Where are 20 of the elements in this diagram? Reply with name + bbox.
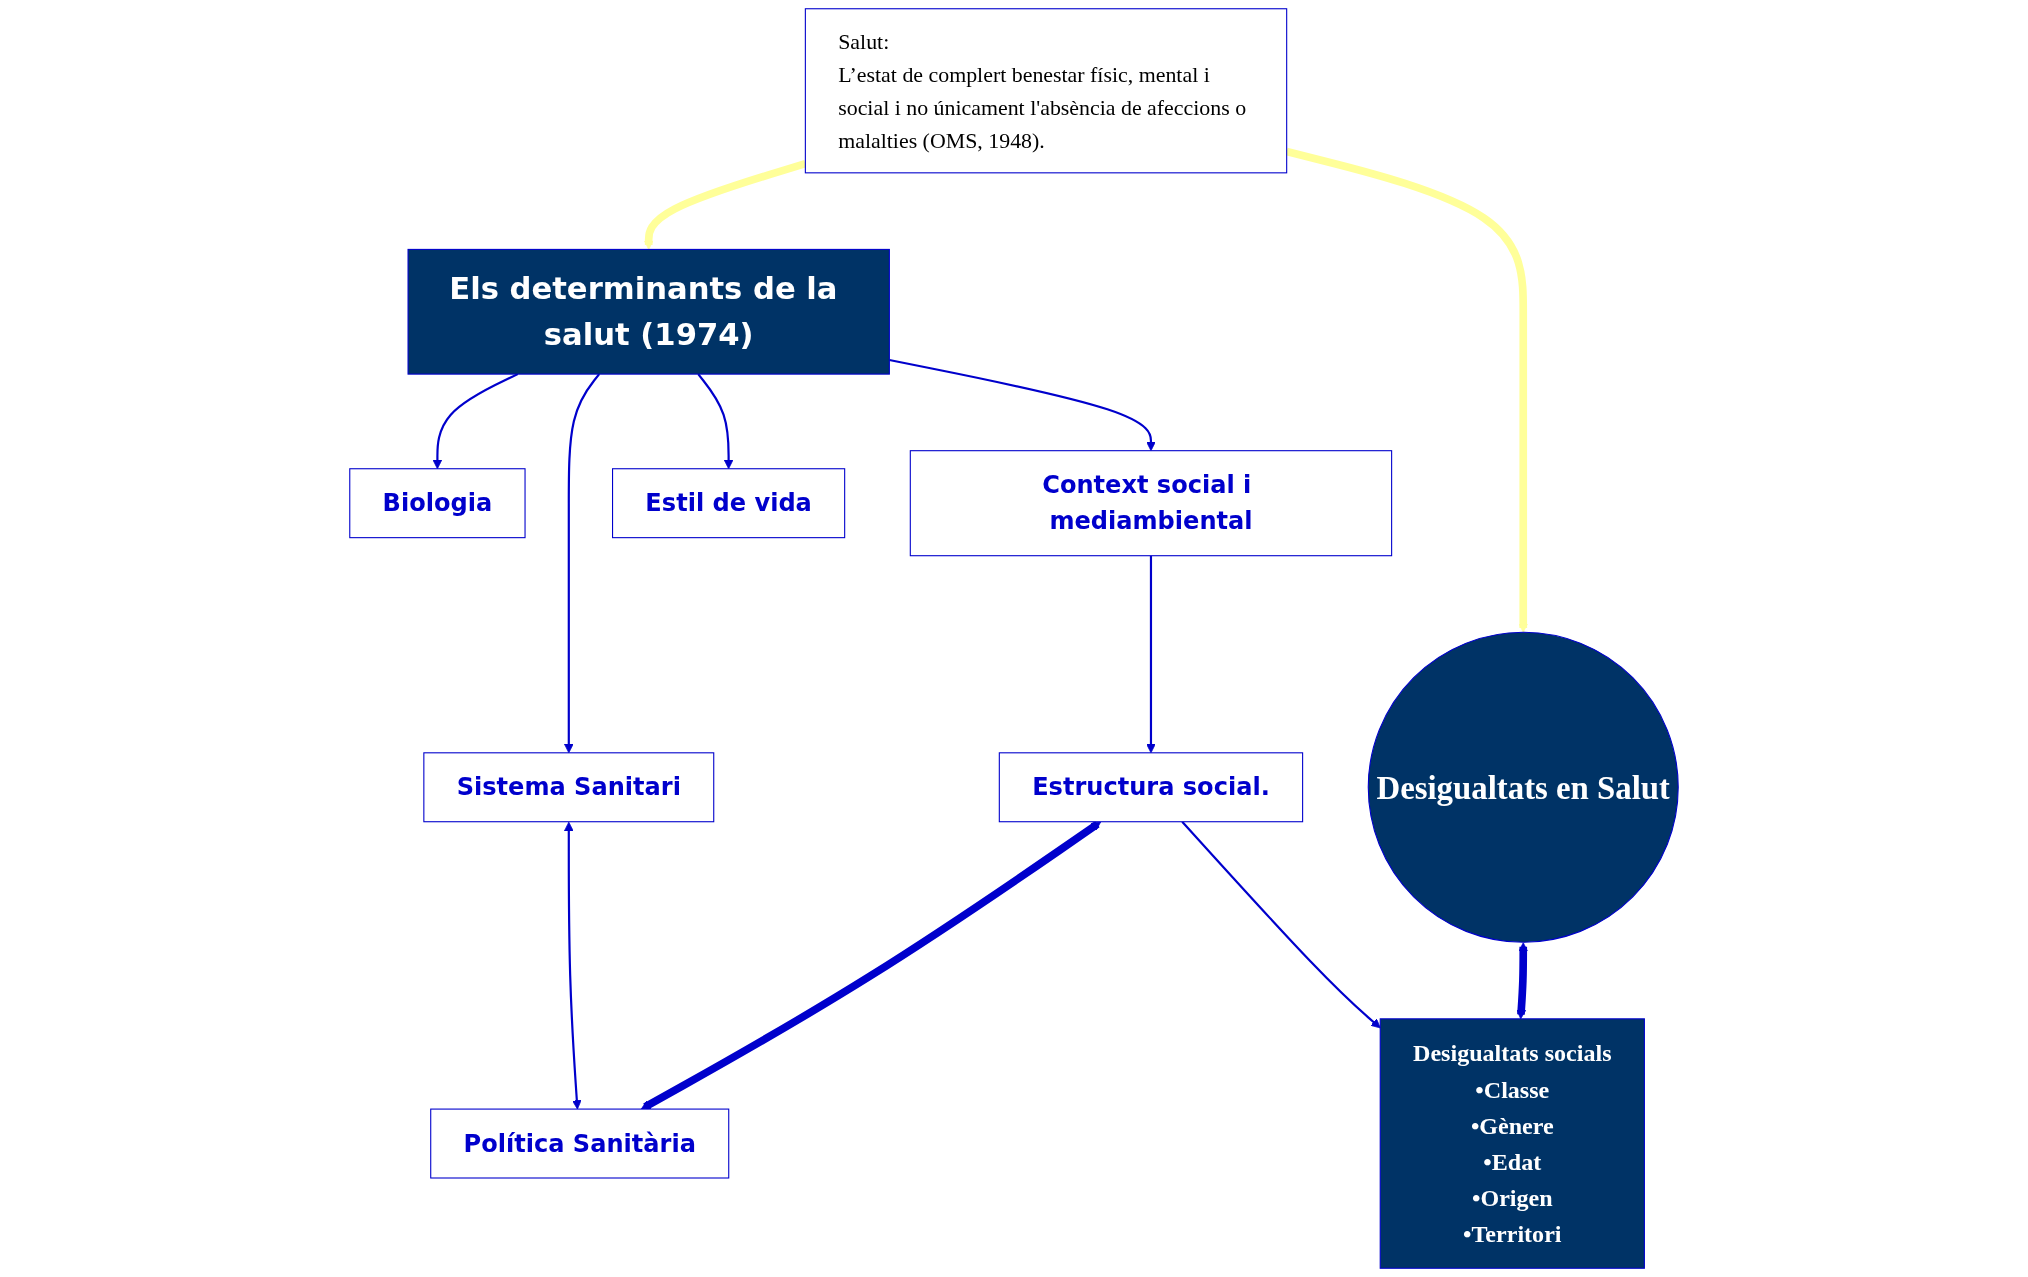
node-box: Salut: L’estat de complert benestar físic, mental i social i no únicament l'absència de afeccions o malalties (OMS, 1948). [804,8,1288,174]
arrow [1146,555,1156,754]
arrow [564,821,582,1110]
node-box: Política Sanitària [430,1108,730,1179]
arrow [1516,942,1529,1020]
arrow [432,373,519,470]
arrow [697,373,734,470]
node-box: Sistema Sanitari [423,752,715,823]
node-box: Els determinants de la salut (1974) [407,248,890,375]
arrow [564,373,601,754]
arrow [643,160,807,250]
node-box: Estructura social. [998,752,1304,823]
node-box: Context social i mediambiental [909,450,1393,557]
arrow [889,358,1156,452]
node-circle: Desigualtats en Salut [1367,631,1679,943]
arrow [1181,821,1381,1029]
arrow [640,821,1102,1111]
node-box: Biologia [349,468,526,539]
node-box: Estil de vida [612,468,846,539]
node-box: Desigualtats socials •Classe •Gènere •Edat •Origen •Territori [1379,1018,1645,1269]
